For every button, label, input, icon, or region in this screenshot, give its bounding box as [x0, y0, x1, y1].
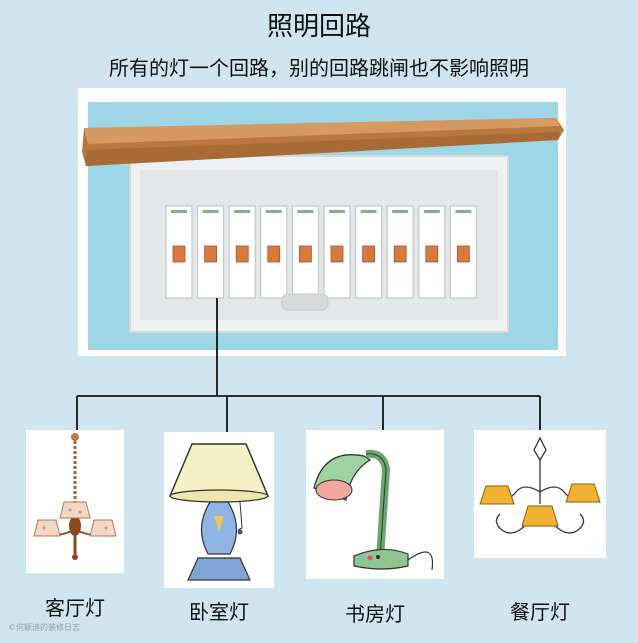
breaker-switch — [165, 205, 193, 299]
breaker-switch — [323, 205, 351, 299]
breaker-switch — [291, 205, 319, 299]
breaker-toggle — [362, 245, 376, 263]
breaker-toggle — [393, 245, 407, 263]
breaker-switch — [260, 205, 288, 299]
distribution-panel — [78, 88, 566, 356]
breaker-toggle — [267, 245, 281, 263]
breaker-switch — [418, 205, 446, 299]
lamp-card-dining-room — [474, 430, 606, 558]
lamp-label-living-room: 客厅灯 — [45, 596, 105, 620]
breaker-toggle — [298, 245, 312, 263]
breaker-toggle — [425, 245, 439, 263]
desk-lamp-icon — [313, 449, 434, 571]
chandelier-icon — [33, 433, 117, 560]
diagram-subtitle: 所有的灯一个回路，别的回路跳闸也不影响照明 — [109, 56, 529, 80]
panel-cover — [82, 118, 564, 166]
lamp-card-bedroom — [164, 432, 274, 588]
breaker-row — [165, 205, 477, 299]
breaker-switch — [197, 205, 225, 299]
pendant-lamp-icon — [479, 436, 601, 534]
lamp-card-study — [306, 430, 444, 579]
breaker-switch — [386, 205, 414, 299]
breaker-toggle — [330, 245, 344, 263]
breaker-toggle — [456, 245, 470, 263]
table-lamp-icon — [168, 443, 270, 581]
watermark: ©何颖迪的装修日志 — [8, 623, 80, 632]
lamp-label-dining-room: 餐厅灯 — [510, 600, 570, 624]
breaker-toggle — [204, 245, 217, 263]
lamp-label-bedroom: 卧室灯 — [189, 600, 249, 624]
lamp-card-living-room — [26, 430, 124, 573]
diagram-title: 照明回路 — [266, 12, 371, 42]
breaker-switch — [228, 205, 256, 299]
breaker-toggle — [235, 245, 249, 263]
lamp-label-study: 书房灯 — [345, 602, 405, 626]
breaker-switch — [355, 205, 383, 299]
breaker-toggle — [172, 245, 186, 263]
breaker-switch — [449, 205, 477, 299]
